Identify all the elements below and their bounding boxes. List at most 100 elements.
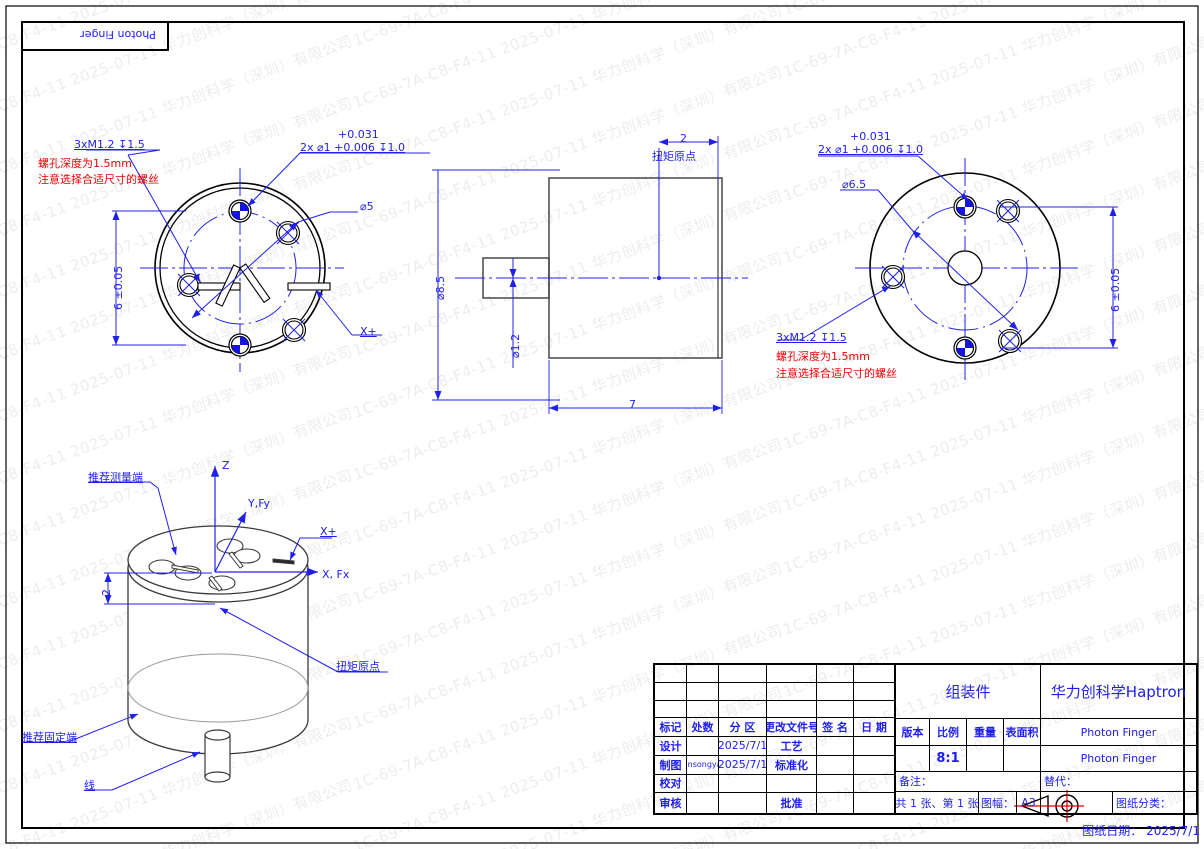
front-thread-callout: 3xM1.2 ↧1.5 <box>74 138 145 151</box>
front-pin-callout-upper: +0.031 <box>338 128 379 141</box>
revision-header-row: 标记 处数 分 区 更改文件号 签 名 日 期 <box>655 718 894 738</box>
rear-note-line2: 注意选择合适尺寸的螺丝 <box>776 367 897 380</box>
role-label-check: 校对 <box>655 774 687 793</box>
rear-height-dim: 6 ±0.05 <box>1109 267 1122 312</box>
part-name-1: Photon Finger <box>1080 725 1157 739</box>
col-header-signature: 签 名 <box>817 718 854 737</box>
role-date-check <box>719 774 767 793</box>
role-date-standardize <box>854 756 894 774</box>
role-date-draw: 2025/7/1 <box>719 755 767 774</box>
identity-top-row: 组装件 华力创科学Haptron <box>896 665 1196 720</box>
remark-row: 备注： 替代： <box>896 771 1196 793</box>
side-length-dim: 7 <box>629 398 636 411</box>
role-name-process <box>817 737 854 755</box>
rear-pin-callout-upper: +0.031 <box>850 130 891 143</box>
part-name-2: Photon Finger <box>1080 751 1157 765</box>
role-date-check2 <box>854 775 894 793</box>
role-row-draw: 制图 chansongyang 2025/7/1 标准化 <box>655 755 894 775</box>
role-row-review: 审核 批准 <box>655 793 894 814</box>
footer-row: 共 1 张、第 1 张 图幅： A3 图纸分类： <box>896 792 1196 813</box>
front-note-line2: 注意选择合适尺寸的螺丝 <box>38 173 159 186</box>
role-name-approve <box>817 793 854 814</box>
role-date-process <box>854 737 894 755</box>
revision-blank-row <box>655 700 894 719</box>
col-header-mark: 标记 <box>655 718 687 737</box>
view-rear <box>778 155 1118 380</box>
rear-note-line1: 螺孔深度为1.5mm <box>776 350 870 363</box>
role-label-review: 审核 <box>655 793 687 814</box>
iso-flange-dim: 2 <box>100 589 113 596</box>
role-label-draw: 制图 <box>655 755 687 774</box>
role-name-check <box>687 774 719 793</box>
projection-symbol-cell <box>1041 792 1113 813</box>
projection-symbol-icon <box>1014 790 1084 822</box>
col-header-change-doc: 更改文件号 <box>767 718 817 737</box>
iso-wire-label: 线 <box>84 779 95 792</box>
replace-label: 替代： <box>1044 775 1077 789</box>
view-isometric <box>22 466 388 791</box>
spec-header-version: 版本 <box>896 719 930 745</box>
revision-blank-row <box>655 682 894 701</box>
drawing-date-value: 2025/7/1 <box>1146 824 1200 838</box>
front-height-dim: 6 ±0.05 <box>112 265 125 310</box>
front-bolt-circle-dim: ⌀5 <box>360 200 374 213</box>
rear-pin-callout: 2x ⌀1 +0.006 ↧1.0 <box>818 143 924 156</box>
role-label-approve: 批准 <box>767 793 817 814</box>
rear-thread-callout: 3xM1.2 ↧1.5 <box>776 331 847 344</box>
classify-label: 图纸分类： <box>1116 796 1171 810</box>
iso-origin-label: 扭矩原点 <box>336 660 380 673</box>
spec-value-row: 8:1 Photon Finger <box>896 745 1196 772</box>
role-label-check2 <box>767 774 817 793</box>
role-name-review <box>687 793 719 814</box>
format-label: 图幅： <box>979 792 1017 813</box>
view-front <box>86 149 430 372</box>
col-header-count: 处数 <box>687 718 719 737</box>
role-label-design: 设计 <box>655 737 687 755</box>
iso-axis-xplus-label: X+ <box>320 525 337 538</box>
role-date-review <box>719 793 767 814</box>
role-name-design <box>687 737 719 755</box>
role-date-approve <box>854 793 894 813</box>
remark-label: 备注： <box>896 771 1041 792</box>
side-flange-dim: 2 <box>680 132 687 145</box>
role-label-process: 工艺 <box>767 737 817 755</box>
assembly-label: 组装件 <box>896 665 1041 719</box>
role-name-check2 <box>817 774 854 793</box>
front-note-line1: 螺孔深度为1.5mm <box>38 157 132 170</box>
col-header-date: 日 期 <box>861 721 887 735</box>
iso-measure-end-label: 推荐测量端 <box>88 471 143 484</box>
role-name-standardize <box>817 755 854 774</box>
spec-value-weight <box>967 745 1004 771</box>
iso-fix-end-label: 推荐固定端 <box>22 731 77 744</box>
col-header-zone: 分 区 <box>719 718 767 737</box>
side-outer-dia-dim: ⌀8.5 <box>434 275 447 300</box>
company-name: 华力创科学Haptron <box>1050 683 1187 702</box>
role-row-check: 校对 <box>655 774 894 794</box>
title-block-identity-section: 组装件 华力创科学Haptron 版本 比例 重量 表面积 Photon Fin… <box>896 665 1196 813</box>
spec-header-scale: 比例 <box>930 719 967 745</box>
spec-value-scale: 8:1 <box>930 745 967 771</box>
role-label-standardize: 标准化 <box>767 755 817 774</box>
title-block: 标记 处数 分 区 更改文件号 签 名 日 期 设计 2025/7/1 工艺 制… <box>653 663 1198 815</box>
format-value: A3 <box>1017 792 1041 813</box>
iso-axis-y-label: Y,Fy <box>248 497 271 510</box>
role-row-design: 设计 2025/7/1 工艺 <box>655 737 894 756</box>
role-name-draw: chansongyang <box>687 755 719 774</box>
sheet-count: 共 1 张、第 1 张 <box>896 792 979 813</box>
spec-value-version <box>896 745 930 771</box>
spec-header-area: 表面积 <box>1004 719 1041 745</box>
revision-blank-row <box>655 665 894 683</box>
drawing-date-line: 图纸日期： 2025/7/1 <box>1082 822 1200 839</box>
iso-axis-x-label: X, Fx <box>322 568 350 581</box>
corner-part-label: Photon Finger <box>80 28 156 41</box>
side-shaft-dia-dim: ⌀1.2 <box>509 333 522 358</box>
view-side <box>432 136 748 414</box>
front-pin-callout: 2x ⌀1 +0.006 ↧1.0 <box>300 141 406 154</box>
iso-axis-z-label: Z <box>222 459 230 472</box>
role-date-design: 2025/7/1 <box>719 737 767 755</box>
spec-header-weight: 重量 <box>967 719 1004 745</box>
sheet-border <box>5 5 1199 844</box>
rear-bolt-circle-dim: ⌀6.5 <box>842 178 867 191</box>
